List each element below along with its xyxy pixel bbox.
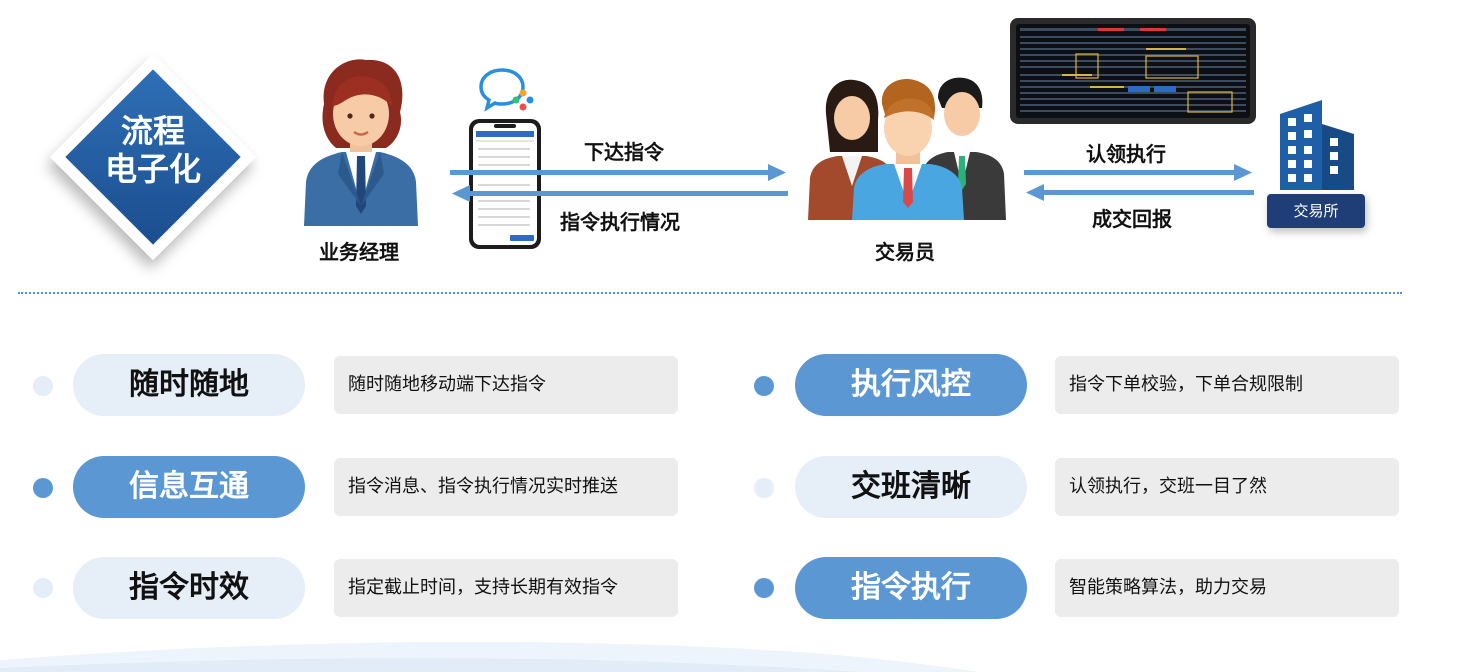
feature-desc-4: 认领执行，交班一目了然 (1055, 458, 1399, 516)
exchange-label: 交易所 (1267, 194, 1365, 228)
badge-line-2: 电子化 (104, 150, 201, 188)
feature-bullet-6 (754, 578, 774, 598)
decorative-swoosh (0, 612, 1468, 672)
instruct-label: 下达指令 (584, 140, 664, 164)
claim-report-arrows (1024, 163, 1254, 203)
manager-label: 业务经理 (319, 240, 399, 264)
manager-avatar-icon (300, 56, 422, 226)
feature-bullet-2 (754, 376, 774, 396)
fill-report-label: 成交回报 (1092, 207, 1172, 231)
feature-title-1: 随时随地 (73, 354, 305, 416)
feature-title-2: 执行风控 (795, 354, 1027, 416)
section-divider (18, 292, 1402, 294)
process-badge: 流程 电子化 (48, 53, 258, 261)
badge-line-1: 流程 (120, 112, 185, 150)
feature-title-5: 指令时效 (73, 557, 305, 619)
exchange-building-icon (1268, 100, 1364, 190)
claim-label: 认领执行 (1086, 142, 1166, 166)
wecom-logo-icon (478, 66, 536, 114)
feature-bullet-5 (33, 578, 53, 598)
feature-title-4: 交班清晰 (795, 456, 1027, 518)
mobile-phone-icon (468, 118, 542, 250)
feature-desc-2: 指令下单校验，下单合规限制 (1055, 356, 1399, 414)
badge-title: 流程 电子化 (48, 112, 258, 188)
feature-desc-5: 指定截止时间，支持长期有效指令 (334, 559, 678, 617)
feature-desc-6: 智能策略算法，助力交易 (1055, 559, 1399, 617)
status-label: 指令执行情况 (560, 210, 680, 234)
feature-bullet-4 (754, 478, 774, 498)
feature-desc-3: 指令消息、指令执行情况实时推送 (334, 458, 678, 516)
trader-label: 交易员 (875, 240, 935, 264)
feature-desc-1: 随时随地移动端下达指令 (334, 356, 678, 414)
instruct-status-arrows (450, 164, 788, 204)
trading-terminal-icon (1010, 18, 1256, 126)
trader-group-icon (808, 74, 1008, 220)
feature-bullet-1 (33, 376, 53, 396)
feature-bullet-3 (33, 478, 53, 498)
feature-title-3: 信息互通 (73, 456, 305, 518)
feature-title-6: 指令执行 (795, 557, 1027, 619)
